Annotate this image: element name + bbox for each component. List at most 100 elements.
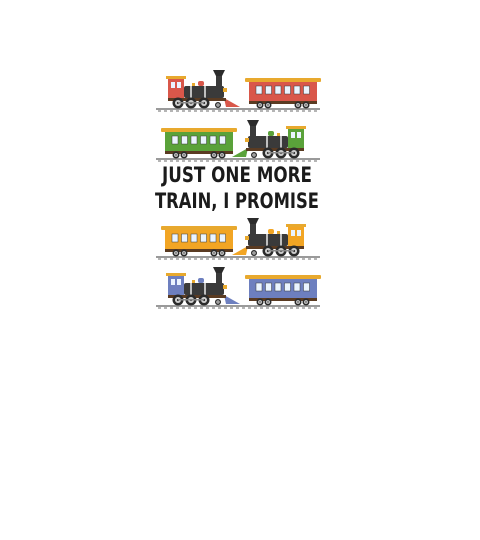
carriage-window xyxy=(303,85,310,95)
sleeper xyxy=(248,307,251,309)
sleeper xyxy=(194,258,197,260)
sleeper xyxy=(212,110,215,112)
carriage-roof xyxy=(245,275,321,279)
sleeper xyxy=(170,160,173,162)
sleeper xyxy=(278,110,281,112)
sleeper xyxy=(194,160,197,162)
carriage-frame xyxy=(165,249,233,252)
cab-roof xyxy=(166,76,186,79)
wheel-axle xyxy=(183,252,185,254)
loco-frame xyxy=(168,98,226,101)
cab-roof xyxy=(166,273,186,276)
sleeper xyxy=(224,258,227,260)
sleeper xyxy=(314,160,317,162)
carriage-window xyxy=(255,85,263,95)
sleeper xyxy=(206,307,209,309)
sleeper xyxy=(164,258,167,260)
sleeper xyxy=(284,307,287,309)
sleeper xyxy=(194,110,197,112)
carriage xyxy=(245,275,321,306)
sleeper xyxy=(200,307,203,309)
boiler-band xyxy=(280,234,282,246)
wheel-axle xyxy=(217,301,219,303)
wheel-axle xyxy=(259,104,261,106)
sleeper xyxy=(158,258,161,260)
wheel-axle xyxy=(175,252,177,254)
orange-train xyxy=(156,218,320,260)
carriage-window xyxy=(255,282,263,292)
carriage-frame xyxy=(249,101,317,104)
sleeper xyxy=(230,110,233,112)
sleeper xyxy=(212,160,215,162)
sleeper xyxy=(218,110,221,112)
sleeper xyxy=(164,307,167,309)
carriage-window xyxy=(274,282,282,292)
coupling-rod xyxy=(178,299,204,301)
coupling-rod xyxy=(268,152,294,154)
wheel-axle xyxy=(297,301,299,303)
sleeper xyxy=(230,307,233,309)
carriage-window xyxy=(171,135,179,145)
sleeper xyxy=(290,258,293,260)
carriage-window xyxy=(200,135,207,145)
headlamp xyxy=(245,236,249,240)
sleeper xyxy=(272,307,275,309)
sleeper xyxy=(188,110,191,112)
bell xyxy=(192,83,195,86)
boiler-band xyxy=(266,234,268,246)
cowcatcher xyxy=(224,98,240,107)
steam-dome xyxy=(198,278,204,283)
loco-frame xyxy=(246,148,304,151)
boiler-band xyxy=(204,86,206,98)
green-train xyxy=(156,120,320,162)
chimney-top xyxy=(247,120,259,126)
sleeper xyxy=(200,258,203,260)
sleeper xyxy=(242,258,245,260)
rail xyxy=(156,158,320,160)
carriage xyxy=(245,78,321,109)
track xyxy=(156,256,320,260)
headlamp xyxy=(245,138,249,142)
sleeper xyxy=(224,160,227,162)
sleeper xyxy=(260,307,263,309)
sleeper xyxy=(248,160,251,162)
sleeper xyxy=(236,307,239,309)
sleeper xyxy=(278,258,281,260)
sleeper xyxy=(296,258,299,260)
carriage-window xyxy=(219,233,226,243)
sleeper xyxy=(188,160,191,162)
chimney-top xyxy=(213,70,225,76)
steam-dome xyxy=(198,81,204,86)
boiler-band xyxy=(280,136,282,148)
chimney xyxy=(216,76,222,86)
wheel-axle xyxy=(213,154,215,156)
sleeper xyxy=(212,307,215,309)
carriage xyxy=(161,226,237,257)
sleeper xyxy=(230,160,233,162)
sleeper xyxy=(170,258,173,260)
sleeper xyxy=(176,110,179,112)
sleeper xyxy=(212,258,215,260)
carriage-frame xyxy=(165,151,233,154)
carriage-roof xyxy=(161,226,237,230)
coupling-rod xyxy=(178,102,204,104)
sleeper xyxy=(278,160,281,162)
sleeper xyxy=(194,307,197,309)
carriage xyxy=(161,128,237,159)
sleeper xyxy=(260,110,263,112)
wheel-axle xyxy=(175,154,177,156)
sleeper xyxy=(254,307,257,309)
bell xyxy=(192,280,195,283)
wheel-axle xyxy=(221,154,223,156)
cowcatcher xyxy=(232,148,248,157)
carriage-window xyxy=(274,85,282,95)
carriage-frame xyxy=(249,298,317,301)
sleeper xyxy=(254,110,257,112)
sleeper xyxy=(308,160,311,162)
carriage-window xyxy=(265,85,272,95)
locomotive xyxy=(232,120,306,159)
sleeper xyxy=(248,110,251,112)
cab xyxy=(288,129,304,149)
chimney-top xyxy=(213,267,225,273)
sleeper xyxy=(272,258,275,260)
